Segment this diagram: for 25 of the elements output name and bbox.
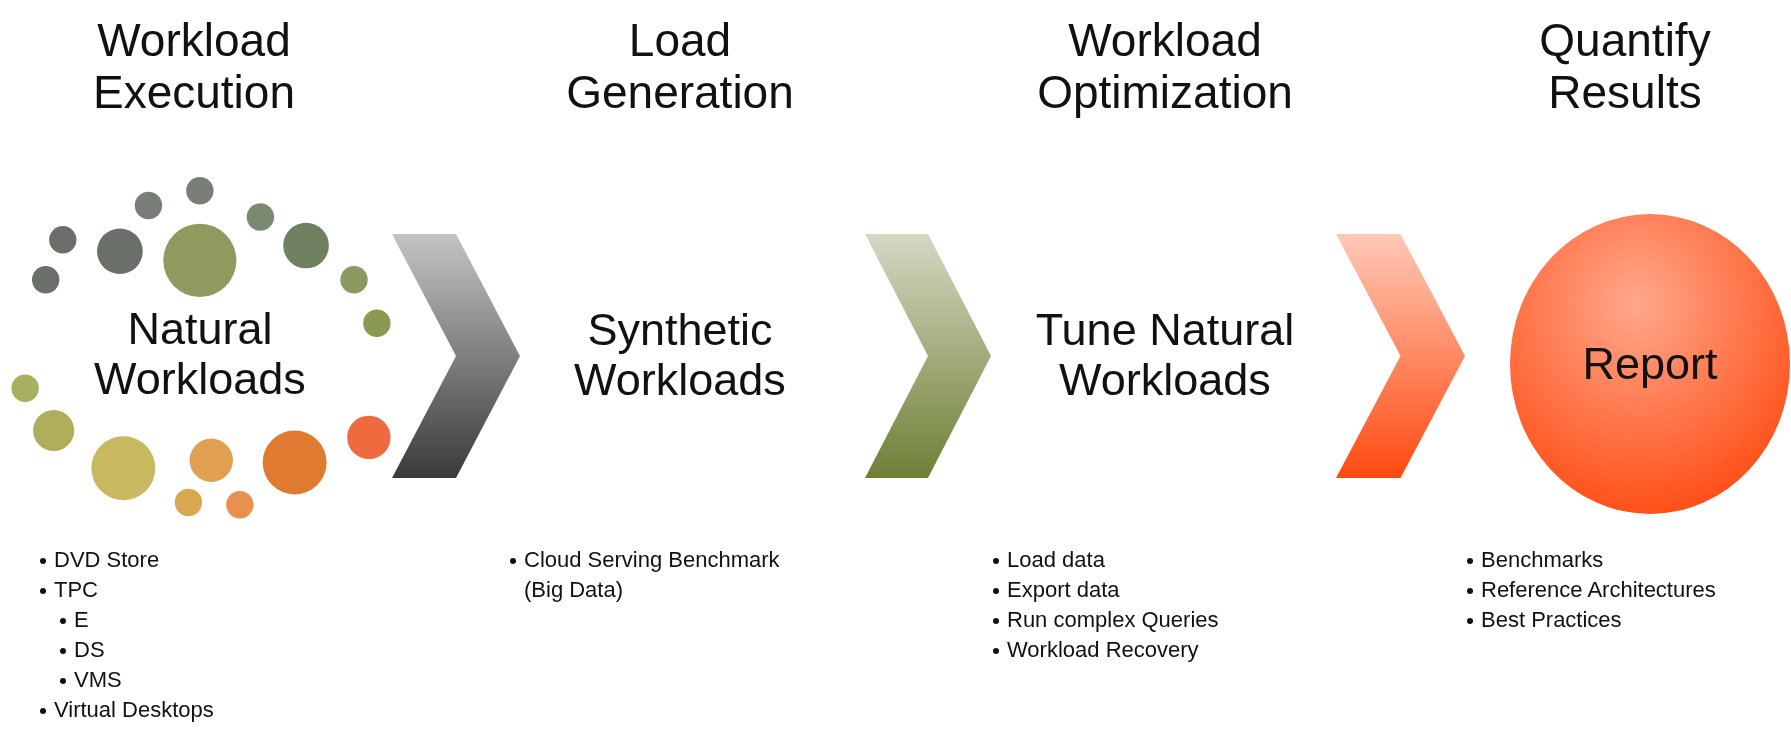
bullet-item: TPC — [40, 575, 340, 605]
bullet-item: Export data — [993, 575, 1293, 605]
bullet-item: DS — [60, 635, 340, 665]
stage-label: Report — [1581, 339, 1719, 389]
chevron-arrow — [1336, 234, 1465, 478]
bullet-item: Benchmarks — [1467, 545, 1767, 575]
chevron-arrow — [865, 234, 991, 478]
stage-label: Tune Natural Workloads — [1034, 305, 1296, 405]
bullet-item: DVD Store — [40, 545, 340, 575]
stage-label: Natural Workloads — [93, 304, 307, 404]
column-heading: Workload Optimization — [1036, 14, 1294, 118]
bullet-item: Virtual Desktops — [40, 695, 340, 725]
column-heading: Quantify Results — [1538, 14, 1712, 118]
bullet-item: VMS — [60, 665, 340, 695]
chevron-arrow — [392, 234, 520, 478]
bullet-item: Workload Recovery — [993, 635, 1293, 665]
bullet-item: E — [60, 605, 340, 635]
bullet-item: Reference Architectures — [1467, 575, 1767, 605]
stage-label: Synthetic Workloads — [573, 305, 787, 405]
column-heading: Load Generation — [565, 14, 795, 118]
bullet-item: Load data — [993, 545, 1293, 575]
bullet-item: Best Practices — [1467, 605, 1767, 635]
column-heading: Workload Execution — [92, 14, 296, 118]
bullet-item: Run complex Queries — [993, 605, 1293, 635]
bullet-item: Cloud Serving Benchmark (Big Data) — [510, 545, 810, 605]
